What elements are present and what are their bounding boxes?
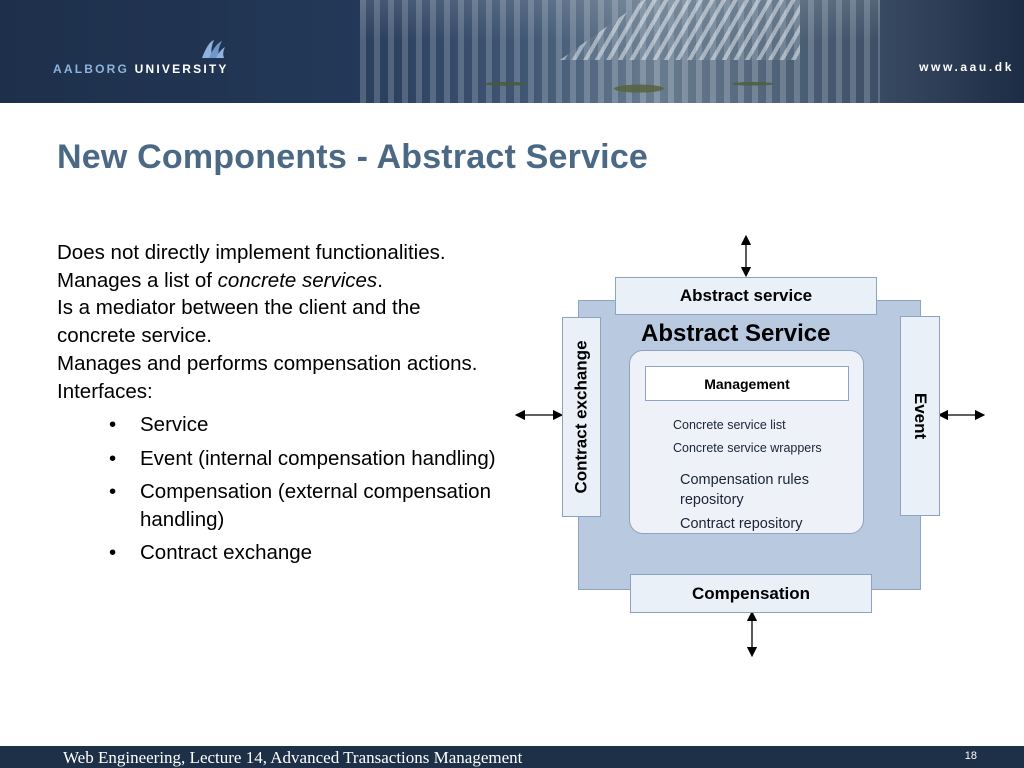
aau-logo-icon [202,40,225,58]
list-item: •Contract exchange [57,539,497,567]
contract-exchange-box: Contract exchange [562,317,601,517]
header-banner: AALBORG UNIVERSITY www.aau.dk [0,0,1024,103]
diagram-heading: Abstract Service [641,320,831,347]
contract-repository-label: Contract repository [680,516,803,532]
interfaces-list: •Service •Event (internal compensation h… [57,411,497,567]
paragraph-mediator: Is a mediator between the client and the… [57,296,421,348]
trees-graphic [430,55,810,103]
footer-course-text: Web Engineering, Lecture 14, Advanced Tr… [63,748,523,767]
paragraph-manages-list: Manages a list of concrete services. [57,268,383,292]
website-url[interactable]: www.aau.dk [919,60,1014,74]
slide-body: Does not directly implement functionalit… [57,239,497,573]
compensation-rules-label: Compensation rules repository [680,472,809,508]
concrete-service-wrappers-label: Concrete service wrappers [673,441,822,455]
management-box: Management [645,366,849,401]
list-item: •Compensation (external compensation han… [109,480,491,531]
bullet-icon: • [109,480,117,504]
university-logo-text: AALBORG UNIVERSITY [53,62,229,76]
event-box: Event [900,316,940,516]
page-number: 18 [964,750,977,762]
list-item: •Service [57,411,497,439]
footer-bar: Web Engineering, Lecture 14, Advanced Tr… [0,746,1024,768]
bullet-icon: • [109,541,117,565]
list-item: •Event (internal compensation handling) [57,445,497,473]
paragraph-implement: Does not directly implement functionalit… [57,241,446,264]
bullet-icon: • [109,446,117,470]
concrete-service-list-label: Concrete service list [673,418,786,432]
abstract-service-interface-box: Abstract service [615,277,877,315]
slide-title: New Components - Abstract Service [57,138,649,176]
bullet-icon: • [109,413,117,437]
compensation-box: Compensation [630,574,872,613]
paragraph-interfaces: Interfaces: [57,379,153,403]
paragraph-compensation: Manages and performs compensation action… [57,351,478,375]
